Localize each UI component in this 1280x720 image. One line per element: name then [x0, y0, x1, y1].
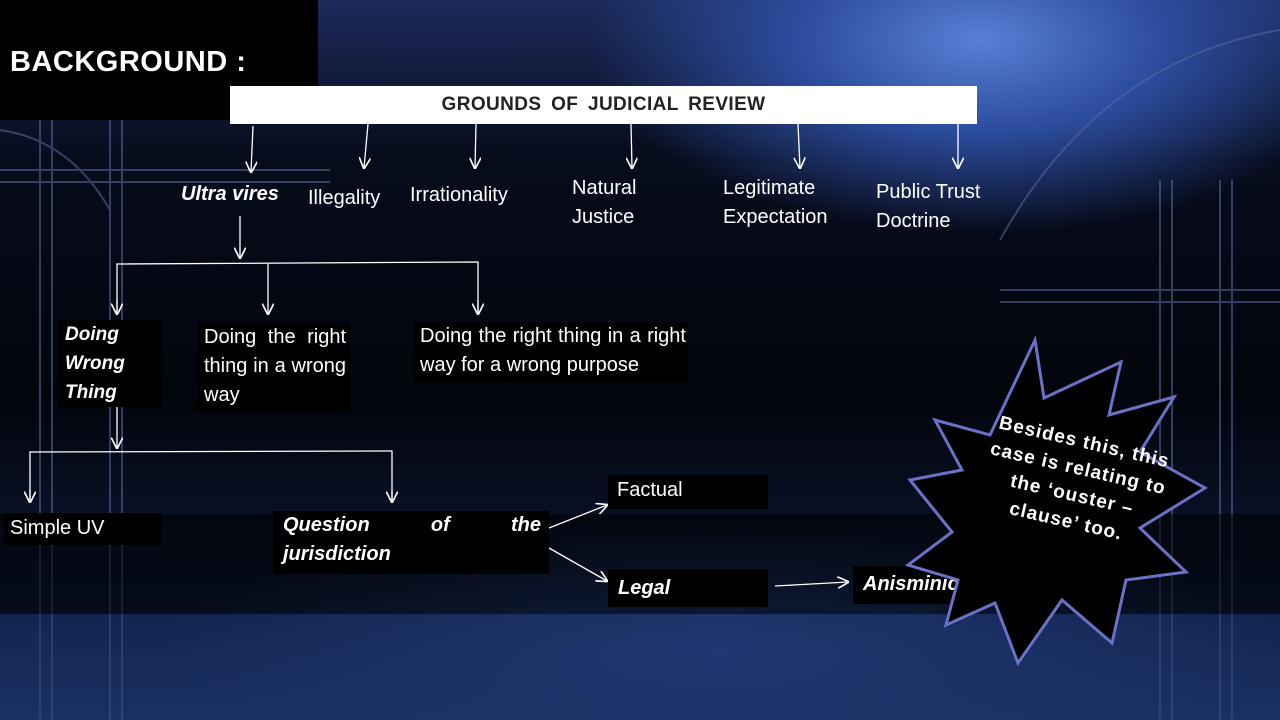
- slide-title: BACKGROUND :: [10, 46, 247, 78]
- doing-wrong-thing-box: Doing Wrong Thing: [58, 320, 162, 407]
- arrow-to-ultra-vires: [251, 125, 253, 172]
- arrow-to-irrationality: [475, 123, 476, 168]
- natural-justice-label: Natural Justice: [572, 177, 637, 228]
- arrow-legal-to-anisminic: [774, 582, 848, 586]
- simple-uv-box: Simple UV: [4, 513, 161, 545]
- arrow-to-legal: [548, 547, 607, 581]
- illegality-label: Illegality: [308, 187, 381, 209]
- public-trust-doctrine-label: Public Trust Doctrine: [876, 181, 981, 232]
- grounds-header-text: GROUNDS OF JUDICIAL REVIEW: [441, 94, 766, 115]
- right-thing-wrong-way-box: Doing the right thing in a wrong way: [198, 323, 350, 412]
- legal-box: Legal: [608, 569, 768, 607]
- arrow-to-illegality: [364, 123, 368, 168]
- legitimate-expectation-label: Legitimate Expectation: [723, 177, 828, 228]
- arrow-to-factual: [548, 505, 607, 529]
- starburst-shape: [904, 334, 1208, 667]
- arrow-to-legitimate-expectation: [798, 123, 800, 168]
- irrationality-label: Irrationality: [410, 184, 508, 206]
- question-of-jurisdiction-box: Question of the jurisdiction: [273, 511, 549, 574]
- ultra-vires-branch-bar: [116, 261, 479, 314]
- right-thing-wrong-purpose-box: Doing the right thing in a right way for…: [414, 322, 688, 382]
- wrong-thing-branch-bar: [29, 450, 393, 502]
- grounds-header-box: GROUNDS OF JUDICIAL REVIEW: [230, 86, 977, 124]
- arrow-to-natural-justice: [631, 123, 632, 168]
- factual-box: Factual: [608, 475, 768, 509]
- ultra-vires-label: Ultra vires: [181, 183, 279, 205]
